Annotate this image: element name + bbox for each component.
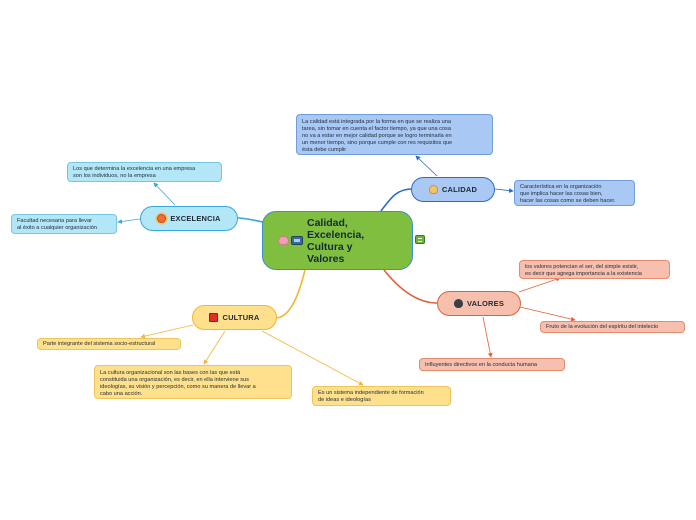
brain-icon — [278, 236, 289, 245]
topic-valores[interactable]: VALORES — [437, 291, 521, 316]
connector-center-excelencia — [237, 217, 264, 223]
note-icon[interactable] — [415, 235, 425, 244]
screen-icon — [291, 236, 303, 245]
topic-valores-label: VALORES — [466, 299, 505, 308]
topic-cultura-label: CULTURA — [222, 313, 260, 322]
connector-excelencia-1 — [153, 182, 176, 206]
central-topic-icons — [278, 236, 303, 245]
connector-valores-3 — [482, 316, 493, 358]
topic-excelencia[interactable]: EXCELENCIA — [140, 206, 238, 231]
connector-calidad-1 — [415, 155, 438, 177]
heart-icon — [453, 299, 463, 308]
connector-excelencia-2 — [117, 218, 141, 224]
book-icon — [209, 313, 219, 322]
connector-center-cultura — [276, 269, 306, 319]
star-icon — [157, 214, 167, 223]
topic-calidad-label: CALIDAD — [441, 185, 478, 194]
subtopic-calidad-characteristic[interactable]: Característica en la organización que im… — [514, 180, 635, 206]
central-topic-title: Calidad, Excelencia, Cultura y Valores — [307, 216, 365, 265]
subtopic-excelencia-individuals[interactable]: Los que determina la excelencia en una e… — [67, 162, 222, 182]
connector-cultura-1 — [140, 324, 194, 339]
subtopic-calidad-definition[interactable]: La calidad está integrada por la forma e… — [296, 114, 493, 155]
central-topic[interactable]: Calidad, Excelencia, Cultura y Valores — [262, 211, 413, 270]
topic-calidad[interactable]: CALIDAD — [411, 177, 495, 202]
connector-center-calidad — [380, 188, 413, 212]
connector-cultura-2 — [203, 330, 226, 365]
connector-center-valores — [383, 269, 438, 304]
connector-valores-2 — [519, 306, 576, 322]
subtopic-cultura-system[interactable]: Es un sistema independiente de formación… — [312, 386, 451, 406]
subtopic-cultura-organizational[interactable]: La cultura organizacional son las bases … — [94, 365, 292, 399]
subtopic-valores-influence[interactable]: Influyentes directivos en la conducta hu… — [419, 358, 565, 371]
subtopic-excelencia-faculty[interactable]: Facultad necesaria para llevar al éxito … — [11, 214, 117, 234]
topic-cultura[interactable]: CULTURA — [192, 305, 277, 330]
medal-icon — [428, 185, 438, 194]
subtopic-valores-potential[interactable]: los valores potencian el ser, del simple… — [519, 260, 670, 279]
subtopic-valores-evolution[interactable]: Fruto de la evolución del espíritu del i… — [540, 321, 685, 333]
connector-valores-1 — [518, 277, 561, 293]
topic-excelencia-label: EXCELENCIA — [170, 214, 221, 223]
connector-calidad-2 — [494, 188, 514, 193]
subtopic-cultura-part[interactable]: Parte integrante del sistema socio-estru… — [37, 338, 181, 350]
connector-cultura-3 — [261, 330, 364, 386]
